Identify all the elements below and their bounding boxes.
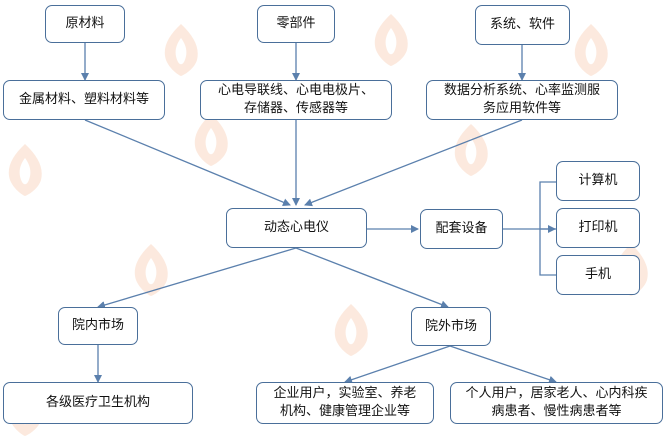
edge-metals-to-holter: [84, 119, 291, 207]
edge-out-to-enterprise: [344, 345, 451, 384]
node-components: 零部件: [257, 5, 335, 43]
node-individual-users: 个人用户，居家老人、心内科疾 病患者、慢性病患者等: [450, 382, 663, 424]
node-medical-institutions: 各级医疗卫生机构: [3, 382, 193, 424]
node-out-hospital: 院外市场: [411, 307, 491, 346]
node-computer: 计算机: [556, 161, 640, 201]
connector-layer: [81, 43, 557, 384]
edge-out-to-individual: [449, 345, 557, 384]
node-enterprise-users: 企业用户，实验室、养老 机构、健康管理企业等: [256, 382, 434, 424]
node-in-hospital: 院内市场: [58, 307, 138, 345]
edge-holter-to-out-hospital: [295, 247, 449, 309]
node-ecg-parts: 心电导联线、心电电极片、 存储器、传感器等: [200, 80, 392, 120]
node-metals-plastics: 金属材料、塑料材料等: [3, 80, 165, 120]
node-raw-materials: 原材料: [45, 5, 125, 43]
edge-holter-to-in-hospital: [97, 247, 297, 309]
node-holter: 动态心电仪: [226, 208, 367, 248]
node-analysis-software: 数据分析系统、心率监测服 务应用软件等: [426, 80, 618, 120]
node-systems-software: 系统、软件: [475, 5, 570, 45]
node-printer: 打印机: [556, 208, 640, 248]
edge-software-to-holter: [304, 119, 523, 207]
node-accessories: 配套设备: [420, 209, 503, 249]
node-phone: 手机: [556, 255, 640, 295]
